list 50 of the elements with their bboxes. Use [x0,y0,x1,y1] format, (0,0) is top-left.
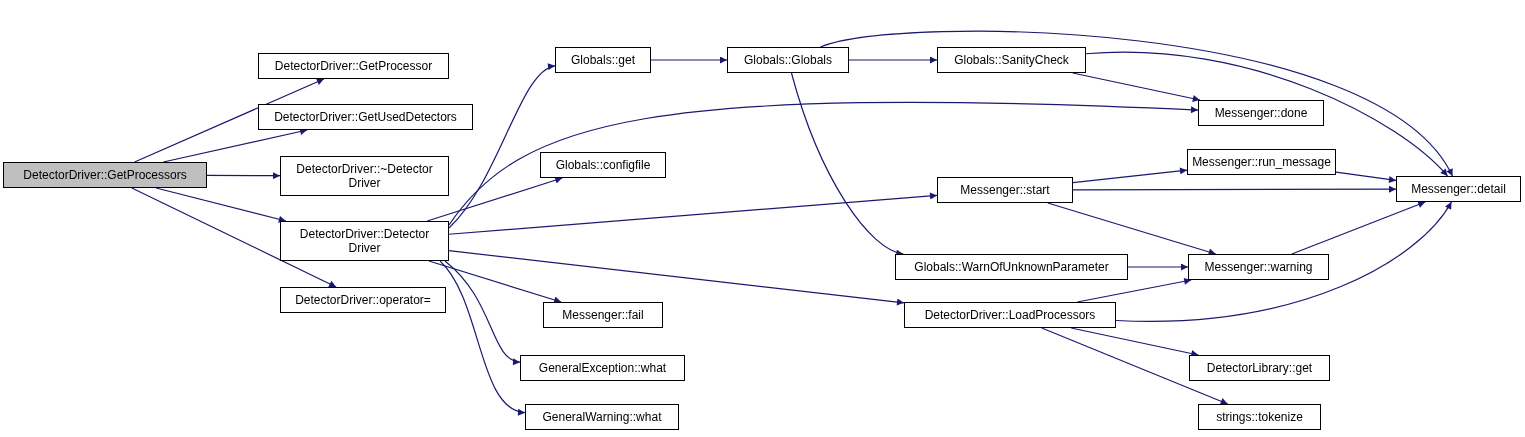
function-box: Messenger::warning [1188,254,1329,280]
function-box: Messenger::detail [1396,176,1521,202]
function-box: DetectorDriver::GetProcessors [3,162,207,188]
function-box: DetectorDriver::Detector Driver [280,221,449,261]
function-box: Messenger::start [937,177,1073,203]
call-arrow [1335,171,1397,183]
function-box: DetectorDriver::LoadProcessors [904,302,1116,328]
call-arrow [448,102,1199,226]
call-arrow [428,260,562,304]
call-arrow [448,192,938,235]
function-box: DetectorDriver::~Detector Driver [280,156,449,196]
call-arrow [1047,202,1217,256]
call-arrow [131,187,337,288]
call-arrow [134,78,325,163]
function-box: DetectorDriver::GetProcessor [258,53,449,79]
function-box: Globals::configfile [540,152,666,178]
call-arrow [1127,263,1189,271]
call-arrow [426,176,563,222]
call-arrow [1041,327,1229,405]
call-arrow [1072,185,1397,193]
function-box: Globals::WarnOfUnknownParameter [895,254,1128,280]
function-box: strings::tokenize [1198,404,1321,430]
call-arrow [439,260,526,415]
call-arrow [1291,201,1426,255]
call-arrow [790,72,904,256]
function-box: GeneralWarning::what [525,404,679,430]
call-arrow [155,187,287,223]
call-arrow [1072,72,1201,102]
function-box: Messenger::run_message [1187,149,1336,175]
call-arrow [1115,201,1453,322]
call-arrow [1085,51,1449,177]
call-arrow [819,30,1454,177]
call-arrow [1070,327,1199,357]
call-arrow [1072,167,1188,184]
function-box: Globals::get [555,47,651,73]
function-box: DetectorDriver::GetUsedDetectors [258,104,473,130]
call-arrow [444,260,521,364]
function-box: Globals::SanityCheck [937,47,1086,73]
call-arrow [448,250,905,306]
function-box: Messenger::fail [543,302,663,328]
function-box: Globals::Globals [727,47,849,73]
function-box: DetectorDriver::operator= [280,287,446,313]
function-box: GeneralException::what [520,355,685,381]
call-arrow [650,56,728,64]
call-arrow [162,128,308,163]
call-arrow [206,172,281,180]
call-arrow [848,56,938,64]
function-box: DetectorLibrary::get [1189,355,1330,381]
call-arrow [448,64,556,229]
function-box: Messenger::done [1198,100,1324,126]
